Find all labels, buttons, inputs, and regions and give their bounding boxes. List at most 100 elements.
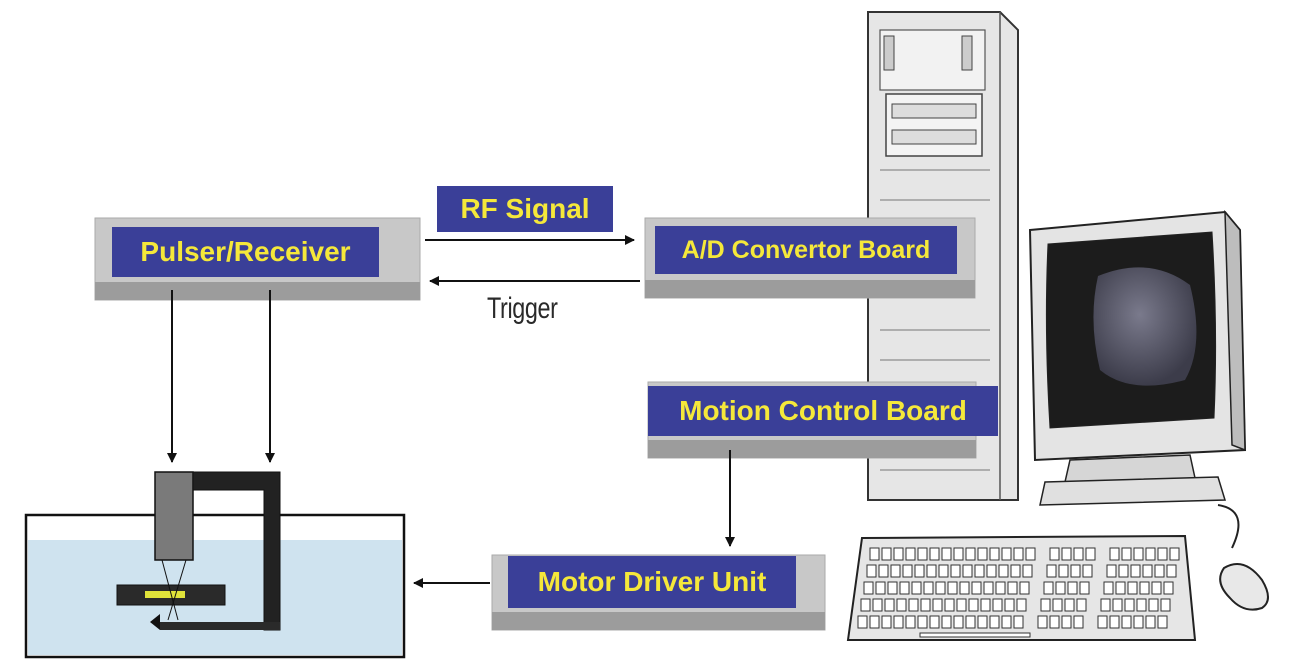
keyboard-key [905, 615, 916, 629]
keyboard-key [1142, 564, 1153, 578]
keyboard-key [1157, 615, 1168, 629]
keyboard-key [1040, 598, 1051, 612]
keyboard-key [989, 615, 1000, 629]
keyboard-key [947, 581, 958, 595]
keyboard-key [1037, 615, 1048, 629]
keyboard-key [1070, 564, 1081, 578]
keyboard-key [1106, 564, 1117, 578]
keyboard-key [1100, 598, 1111, 612]
keyboard-key [932, 598, 943, 612]
keyboard-key [1043, 581, 1054, 595]
keyboard-key [1007, 581, 1018, 595]
keyboard-key [950, 564, 961, 578]
keyboard-key [929, 615, 940, 629]
keyboard-key [962, 564, 973, 578]
keyboard-key [1013, 547, 1024, 561]
keyboard-key [1115, 581, 1126, 595]
keyboard-key [860, 598, 871, 612]
keyboard-key [1151, 581, 1162, 595]
keyboard-key [857, 615, 868, 629]
keyboard-key [944, 598, 955, 612]
keyboard-key [1133, 547, 1144, 561]
keyboard-key [1055, 581, 1066, 595]
keyboard-key [905, 547, 916, 561]
keyboard-key [956, 598, 967, 612]
keyboard-key [938, 564, 949, 578]
keyboard-key [1109, 547, 1120, 561]
keyboard-key [887, 581, 898, 595]
keyboard-key [893, 615, 904, 629]
keyboard-key [878, 564, 889, 578]
keyboard-key [929, 547, 940, 561]
keyboard-key [1085, 547, 1096, 561]
keyboard-key [953, 547, 964, 561]
rf-signal-label: RF Signal [437, 186, 613, 232]
keyboard-key [1082, 564, 1093, 578]
keyboard-key [893, 547, 904, 561]
keyboard-key [1121, 615, 1132, 629]
keyboard-key [1001, 615, 1012, 629]
keyboard-key [914, 564, 925, 578]
keyboard-key [1067, 581, 1078, 595]
keyboard-key [1016, 598, 1027, 612]
keyboard-key [965, 615, 976, 629]
keyboard-key [1013, 615, 1024, 629]
keyboard-key [983, 581, 994, 595]
keyboard-key [1169, 547, 1180, 561]
mouse [1219, 563, 1269, 611]
keyboard-key [1058, 564, 1069, 578]
keyboard-key [995, 581, 1006, 595]
keyboard-key [908, 598, 919, 612]
keyboard-key [1076, 598, 1087, 612]
motion-control-label: Motion Control Board [648, 386, 998, 436]
keyboard-key [941, 547, 952, 561]
computer-monitor [1028, 209, 1247, 549]
keyboard-key [1118, 564, 1129, 578]
pulser-receiver-label: Pulser/Receiver [112, 227, 379, 277]
keyboard-key [1136, 598, 1147, 612]
keyboard [846, 534, 1197, 641]
keyboard-key [866, 564, 877, 578]
keyboard-key [1046, 564, 1057, 578]
keyboard-key [1010, 564, 1021, 578]
keyboard-key [1145, 615, 1156, 629]
keyboard-key [1025, 547, 1036, 561]
keyboard-key [1004, 598, 1015, 612]
keyboard-key [899, 581, 910, 595]
keyboard-key [1130, 564, 1141, 578]
keyboard-key [902, 564, 913, 578]
ad-convertor-label: A/D Convertor Board [655, 226, 957, 274]
keyboard-key [965, 547, 976, 561]
keyboard-key [1079, 581, 1090, 595]
keyboard-key [896, 598, 907, 612]
keyboard-key [1061, 547, 1072, 561]
keyboard-key [920, 598, 931, 612]
keyboard-key [1124, 598, 1135, 612]
keyboard-key [998, 564, 1009, 578]
keyboard-key [872, 598, 883, 612]
keyboard-key [1160, 598, 1171, 612]
keyboard-key [1148, 598, 1159, 612]
keyboard-key [917, 547, 928, 561]
keyboard-key [863, 581, 874, 595]
keyboard-key [881, 547, 892, 561]
keyboard-key [971, 581, 982, 595]
keyboard-key [986, 564, 997, 578]
keyboard-key [1019, 581, 1030, 595]
keyboard-key [1109, 615, 1120, 629]
keyboard-key [1133, 615, 1144, 629]
keyboard-key [869, 615, 880, 629]
keyboard-key [941, 615, 952, 629]
keyboard-spacebar [919, 632, 1031, 638]
keyboard-key [1073, 547, 1084, 561]
keyboard-key [1061, 615, 1072, 629]
keyboard-key [1097, 615, 1108, 629]
keyboard-key [890, 564, 901, 578]
keyboard-key [977, 615, 988, 629]
keyboard-key [1049, 547, 1060, 561]
keyboard-key [911, 581, 922, 595]
keyboard-key [977, 547, 988, 561]
keyboard-key [1112, 598, 1123, 612]
keyboard-key [992, 598, 1003, 612]
